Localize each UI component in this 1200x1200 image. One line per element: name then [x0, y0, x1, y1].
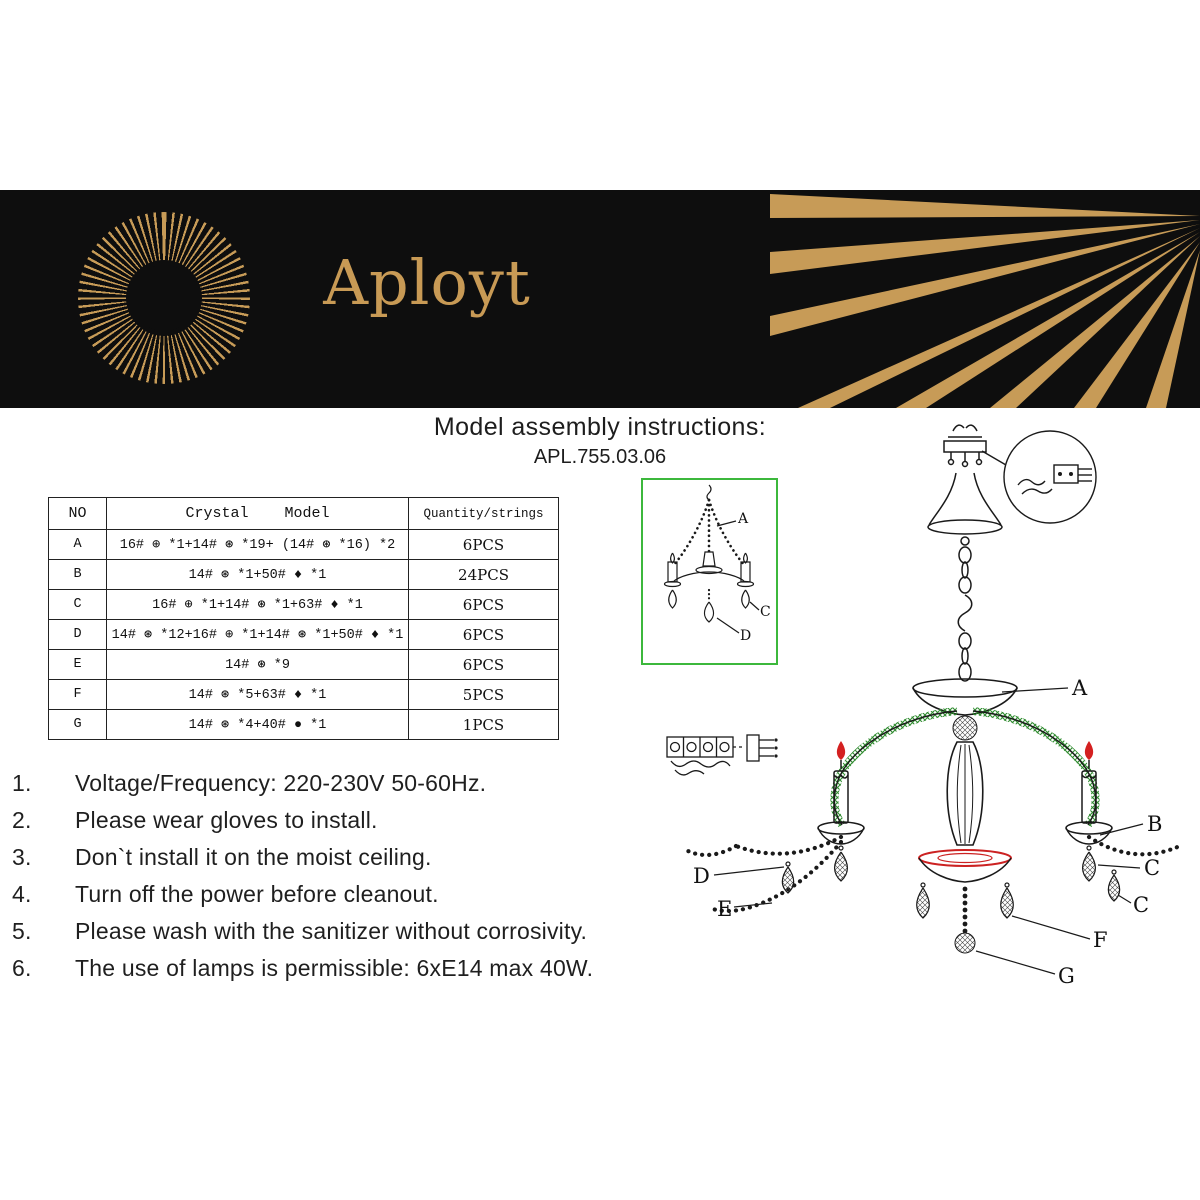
- col-header-no: NO: [48, 497, 107, 530]
- note-text: Please wash with the sanitizer without c…: [75, 918, 588, 944]
- cell-model: 14# ⊛ *1+50# ♦ *1: [106, 559, 409, 590]
- cell-quantity: 6PCS: [408, 589, 559, 620]
- note-item: 4. Turn off the power before cleanout.: [12, 881, 702, 908]
- note-number: 2.: [12, 807, 32, 833]
- note-item: 1. Voltage/Frequency: 220-230V 50-60Hz.: [12, 770, 702, 797]
- diagram-label-a: A: [1072, 676, 1088, 700]
- cell-model: 14# ⊛ *12+16# ⊕ *1+14# ⊛ *1+50# ♦ *1: [106, 619, 409, 650]
- flame-icon: [1084, 741, 1094, 760]
- col-header-crystal-model: Crystal Model: [106, 497, 409, 530]
- table-row: D 14# ⊛ *12+16# ⊕ *1+14# ⊛ *1+50# ♦ *1 6…: [48, 619, 559, 650]
- flame-icon: [836, 741, 846, 760]
- brand-name: Aployt: [323, 246, 531, 319]
- cell-model: 14# ⊛ *4+40# ● *1: [106, 709, 409, 740]
- crystal-drops: [781, 845, 1121, 919]
- cell-no: D: [48, 619, 107, 650]
- table-row: F 14# ⊛ *5+63# ♦ *1 5PCS: [48, 679, 559, 710]
- note-item: 5. Please wash with the sanitizer withou…: [12, 918, 702, 945]
- cell-no: G: [48, 709, 107, 740]
- diagram-label-g: G: [1058, 964, 1075, 988]
- candle-right: [1065, 741, 1113, 845]
- bottom-beads: [962, 886, 968, 934]
- crystal-ball-top: [952, 715, 978, 741]
- mini-label-c: C: [760, 604, 771, 620]
- crystal-parts-table: NO Crystal Model Quantity/strings A 16# …: [48, 497, 559, 740]
- note-text: Please wear gloves to install.: [75, 807, 378, 833]
- cell-model: 16# ⊕ *1+14# ⊛ *19+ (14# ⊛ *16) *2: [106, 529, 409, 560]
- table-header-row: NO Crystal Model Quantity/strings: [48, 497, 559, 530]
- mini-chandelier-box: A C D: [641, 478, 778, 665]
- note-number: 5.: [12, 918, 32, 944]
- note-item: 2. Please wear gloves to install.: [12, 807, 702, 834]
- cell-quantity: 6PCS: [408, 619, 559, 650]
- table-row: A 16# ⊕ *1+14# ⊛ *19+ (14# ⊛ *16) *2 6PC…: [48, 529, 559, 560]
- safety-notes-list: 1. Voltage/Frequency: 220-230V 50-60Hz. …: [12, 770, 702, 992]
- ceiling-mount: [943, 424, 987, 468]
- cell-no: C: [48, 589, 107, 620]
- wiring-diagram: [666, 734, 778, 776]
- cell-no: B: [48, 559, 107, 590]
- note-item: 3. Don`t install it on the moist ceiling…: [12, 844, 702, 871]
- page-title: Model assembly instructions:: [433, 413, 767, 441]
- table-row: C 16# ⊕ *1+14# ⊛ *1+63# ♦ *1 6PCS: [48, 589, 559, 620]
- note-text: Voltage/Frequency: 220-230V 50-60Hz.: [75, 770, 487, 796]
- cell-no: A: [48, 529, 107, 560]
- diagram-label-c2: C: [1133, 893, 1150, 917]
- leader-lines: [713, 687, 1144, 975]
- col-header-quantity: Quantity/strings: [408, 497, 559, 530]
- cell-quantity: 6PCS: [408, 649, 559, 680]
- mini-chandelier-drawing: [663, 484, 760, 634]
- diagram-label-e: E: [717, 897, 733, 921]
- brand-banner: Aployt: [0, 190, 1200, 408]
- sunburst-logo-icon: [78, 212, 250, 384]
- gold-rays-icon: [770, 194, 1200, 408]
- table-row: B 14# ⊛ *1+50# ♦ *1 24PCS: [48, 559, 559, 590]
- bead-swags: [685, 834, 1185, 914]
- top-bowl: [912, 678, 1018, 716]
- mini-label-d: D: [740, 628, 752, 644]
- cell-model: 16# ⊕ *1+14# ⊛ *1+63# ♦ *1: [106, 589, 409, 620]
- note-text: Don`t install it on the moist ceiling.: [75, 844, 432, 870]
- mini-label-a: A: [738, 511, 749, 527]
- bottom-bowl: [918, 849, 1012, 883]
- diagram-label-b: B: [1147, 812, 1163, 836]
- cell-quantity: 1PCS: [408, 709, 559, 740]
- cell-quantity: 24PCS: [408, 559, 559, 590]
- note-text: The use of lamps is permissible: 6xE14 m…: [75, 955, 594, 981]
- cell-quantity: 5PCS: [408, 679, 559, 710]
- chandelier-diagram: A B C C F G D E: [630, 415, 1190, 1015]
- chandelier-drawing: [685, 424, 1185, 975]
- diagram-label-f: F: [1093, 928, 1108, 952]
- note-number: 6.: [12, 955, 32, 981]
- table-row: E 14# ⊛ *9 6PCS: [48, 649, 559, 680]
- cell-model: 14# ⊛ *9: [106, 649, 409, 680]
- chain: [957, 546, 973, 682]
- table-row: G 14# ⊛ *4+40# ● *1 1PCS: [48, 709, 559, 740]
- cell-no: E: [48, 649, 107, 680]
- column: [946, 741, 984, 846]
- cell-model: 14# ⊛ *5+63# ♦ *1: [106, 679, 409, 710]
- cell-no: F: [48, 679, 107, 710]
- note-number: 1.: [12, 770, 32, 796]
- note-item: 6. The use of lamps is permissible: 6xE1…: [12, 955, 702, 982]
- note-number: 3.: [12, 844, 32, 870]
- cell-quantity: 6PCS: [408, 529, 559, 560]
- model-number: APL.755.03.06: [533, 446, 667, 468]
- mount-detail-circle: [981, 430, 1097, 524]
- finial-ball: [954, 932, 976, 954]
- canopy: [927, 472, 1003, 546]
- note-number: 4.: [12, 881, 32, 907]
- note-text: Turn off the power before cleanout.: [75, 881, 439, 907]
- diagram-label-c1: C: [1144, 856, 1161, 880]
- diagram-label-d: D: [693, 864, 710, 888]
